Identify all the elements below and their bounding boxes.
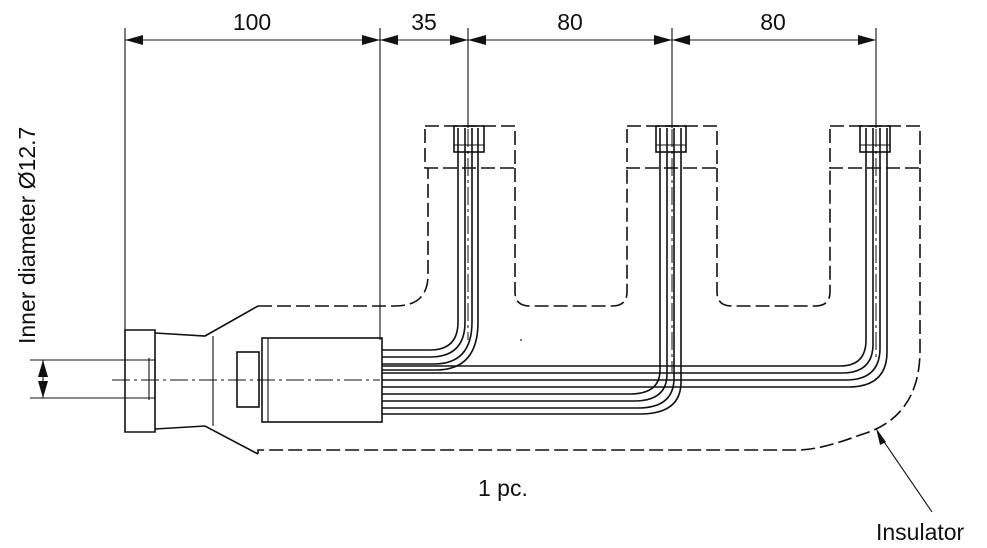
dimension-35: 35 [411,9,437,35]
inner-diameter-dimension: Inner diameter Ø12.7 [14,127,155,399]
dimension-80-first: 80 [557,9,583,35]
dimension-80-second: 80 [760,9,786,35]
quantity-label: 1 pc. [478,475,528,501]
branch-pipes [382,100,888,415]
dimension-100: 100 [233,9,271,35]
inner-diameter-label: Inner diameter Ø12.7 [14,127,40,344]
top-dimension-chain: 100 35 80 80 [124,9,877,340]
labels: 1 pc. Insulator [478,428,965,545]
inlet-body [112,305,383,455]
outlet-caps [424,125,921,169]
insulator-outline [257,168,921,454]
insulator-label: Insulator [876,519,965,545]
